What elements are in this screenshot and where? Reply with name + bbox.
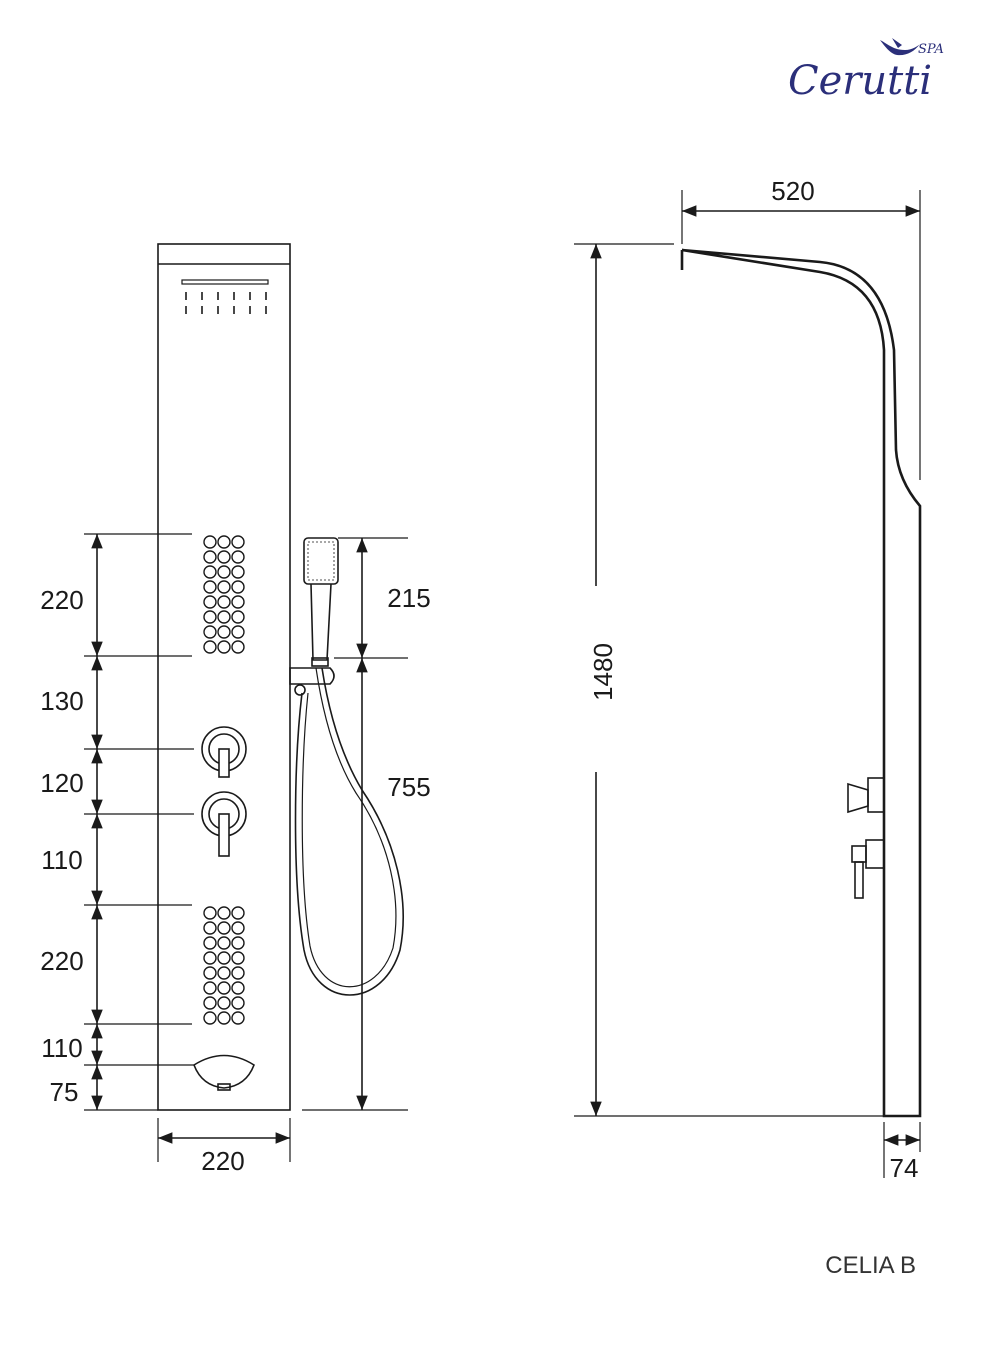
shower-holder-icon [289, 667, 335, 696]
spout-icon [193, 1054, 255, 1091]
jet-nozzle [217, 981, 231, 995]
jet-nozzle [217, 1011, 231, 1025]
brand-logo: Cerutti SPA [788, 38, 944, 104]
dim-label: 755 [387, 772, 430, 802]
jet-nozzle [203, 595, 217, 609]
jet-nozzle [217, 906, 231, 920]
mixer-knob-lower-icon [201, 791, 247, 857]
side-extension-lines [574, 190, 921, 1178]
jet-nozzle [203, 580, 217, 594]
jet-nozzle [231, 936, 245, 950]
jet-nozzle [231, 951, 245, 965]
jet-nozzle [203, 565, 217, 579]
jet-nozzle [203, 610, 217, 624]
jet-nozzle [203, 921, 217, 935]
rain-shower-icon [181, 279, 269, 314]
jet-nozzle [203, 981, 217, 995]
jet-nozzle [203, 535, 217, 549]
brand-suffix: SPA [918, 42, 944, 57]
side-dimension-lines [590, 205, 920, 1146]
dim-label: 130 [40, 686, 83, 716]
body-jets-lower-icon [203, 906, 245, 1025]
jet-nozzle [203, 996, 217, 1010]
jet-nozzle [203, 550, 217, 564]
jet-nozzle [231, 921, 245, 935]
body-jets-upper-icon [203, 535, 245, 654]
front-view: 220 130 120 110 220 110 75 215 755 220 [40, 243, 431, 1176]
jet-nozzle [217, 966, 231, 980]
dim-label: 220 [201, 1146, 244, 1176]
jet-nozzle [231, 595, 245, 609]
jet-nozzle [217, 550, 231, 564]
dim-label: 220 [40, 585, 83, 615]
hand-shower-icon [303, 537, 339, 667]
jet-nozzle [203, 1011, 217, 1025]
jet-nozzle [231, 580, 245, 594]
dim-label-depth: 520 [771, 176, 814, 206]
jet-nozzle [231, 625, 245, 639]
jet-nozzle [217, 625, 231, 639]
panel-side-profile [681, 248, 922, 1118]
jet-nozzle [231, 565, 245, 579]
dim-label: 215 [387, 583, 430, 613]
jet-nozzle [231, 550, 245, 564]
jet-nozzle [217, 951, 231, 965]
side-mixer-upper-icon [847, 777, 885, 814]
dim-label: 220 [40, 946, 83, 976]
model-name: CELIA B [825, 1252, 916, 1279]
jet-nozzle [217, 640, 231, 654]
jet-nozzle [231, 981, 245, 995]
jet-nozzle [203, 906, 217, 920]
jet-nozzle [231, 535, 245, 549]
jet-nozzle [217, 535, 231, 549]
shower-hose-icon [294, 667, 404, 996]
jet-nozzle [217, 921, 231, 935]
dim-label: 75 [50, 1077, 79, 1107]
bird-icon [880, 40, 920, 56]
dim-label-base: 74 [890, 1153, 919, 1183]
dim-label-height: 1480 [588, 643, 618, 701]
jet-nozzle [203, 625, 217, 639]
dim-label: 120 [40, 768, 83, 798]
jet-nozzle [231, 996, 245, 1010]
jet-nozzle [203, 640, 217, 654]
dim-label: 110 [41, 1033, 82, 1063]
jet-nozzle [217, 610, 231, 624]
jet-nozzle [231, 906, 245, 920]
front-dimension-lines [91, 534, 368, 1144]
jet-nozzle [203, 951, 217, 965]
jet-nozzle [231, 1011, 245, 1025]
front-extension-lines [84, 533, 408, 1162]
jet-nozzle [231, 640, 245, 654]
jet-nozzle [217, 595, 231, 609]
jet-nozzle [217, 580, 231, 594]
jet-nozzle [203, 936, 217, 950]
jet-nozzle [217, 565, 231, 579]
panel-outline [157, 243, 291, 1111]
jet-nozzle [231, 610, 245, 624]
jet-nozzle [217, 936, 231, 950]
brand-name: Cerutti [788, 58, 932, 104]
jet-nozzle [231, 966, 245, 980]
side-view: 1480 520 74 [574, 176, 922, 1183]
jet-nozzle [203, 966, 217, 980]
side-mixer-lower-icon [851, 839, 885, 899]
jet-nozzle [217, 996, 231, 1010]
mixer-knob-upper-icon [201, 726, 247, 778]
dim-label: 110 [41, 845, 82, 875]
